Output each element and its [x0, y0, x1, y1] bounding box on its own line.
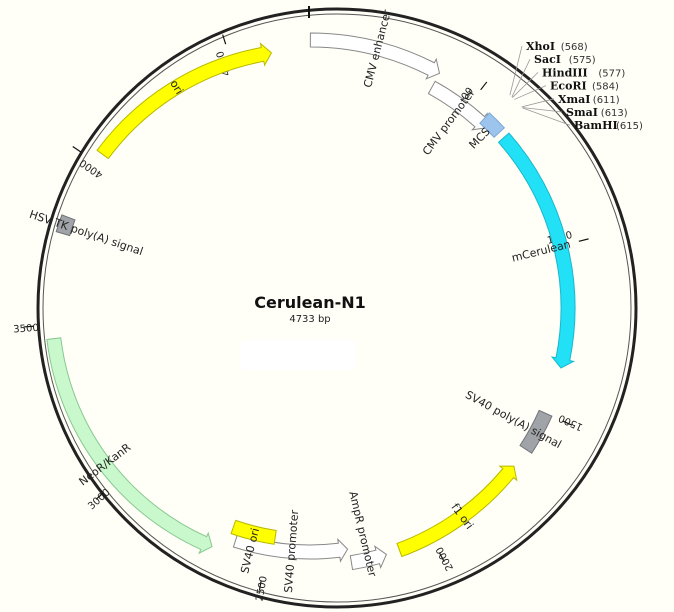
tick-label: 2500 — [255, 575, 270, 602]
site-leader-line — [522, 107, 563, 113]
backbone-inner-ring — [42, 13, 632, 603]
backbone-outer-ring — [36, 7, 638, 609]
site-leader-line — [521, 98, 555, 108]
ori-arc — [96, 42, 273, 160]
site-position: (615) — [616, 121, 643, 132]
neor-kanr-arc — [46, 337, 213, 555]
site-name: BamHI — [574, 119, 618, 132]
tick-label: 4000 — [78, 157, 105, 180]
plasmid-name: Cerulean-N1 — [254, 293, 366, 312]
site-leader-line — [522, 107, 571, 126]
sv40-polya-arc — [519, 409, 553, 454]
tick-mark — [95, 492, 104, 500]
site-position: (611) — [593, 95, 620, 106]
site-leader-line — [514, 85, 547, 100]
site-name: EcoRI — [550, 80, 587, 93]
mcerulean-arc — [497, 132, 576, 369]
cmv-promoter-arc — [427, 80, 488, 131]
site-name: XhoI — [526, 40, 555, 53]
tick-label: 2000 — [434, 545, 456, 573]
ori-label: ori — [167, 78, 186, 97]
site-name: HindIII — [542, 66, 588, 79]
site-leader-line — [512, 72, 539, 98]
cmv-enhancer-arc — [309, 32, 441, 80]
site-leader-line — [511, 59, 531, 98]
ampr-promoter-arc — [349, 545, 388, 571]
site-position: (568) — [561, 42, 588, 53]
sv40-promoter-label: SV40 promoter — [282, 509, 301, 593]
tick-mark — [578, 238, 589, 242]
site-name: SmaI — [566, 106, 598, 119]
tick-mark — [258, 580, 262, 591]
site-position: (584) — [592, 82, 619, 93]
site-name: SacI — [534, 53, 561, 66]
plasmid-size: 4733 bp — [289, 314, 330, 325]
tick-mark — [480, 81, 488, 91]
tick-label: 1500 — [557, 412, 585, 432]
site-name: XmaI — [558, 93, 590, 106]
site-position: (575) — [569, 55, 596, 66]
tick-mark — [72, 145, 82, 153]
tick-mark — [23, 325, 34, 328]
site-position: (577) — [598, 68, 625, 79]
tick-mark — [562, 420, 573, 426]
sv40-ori-arc — [230, 519, 277, 545]
tick-mark — [438, 552, 445, 562]
tick-label: 3500 — [13, 323, 39, 336]
hsv-tk-polya-arc — [55, 214, 76, 237]
f1-ori-arc — [396, 465, 518, 558]
tick-mark — [222, 34, 227, 45]
site-leader-line — [509, 45, 523, 96]
site-position: (613) — [601, 108, 628, 119]
mcs-arc — [479, 112, 506, 139]
hsv-tk-polya-label: HSV TK poly(A) signal — [28, 208, 145, 258]
restriction-sites: XhoI (568)SacI (575)HindIII (577) EcoRI (584)… — [509, 40, 643, 132]
blank-label-patch — [240, 340, 356, 370]
